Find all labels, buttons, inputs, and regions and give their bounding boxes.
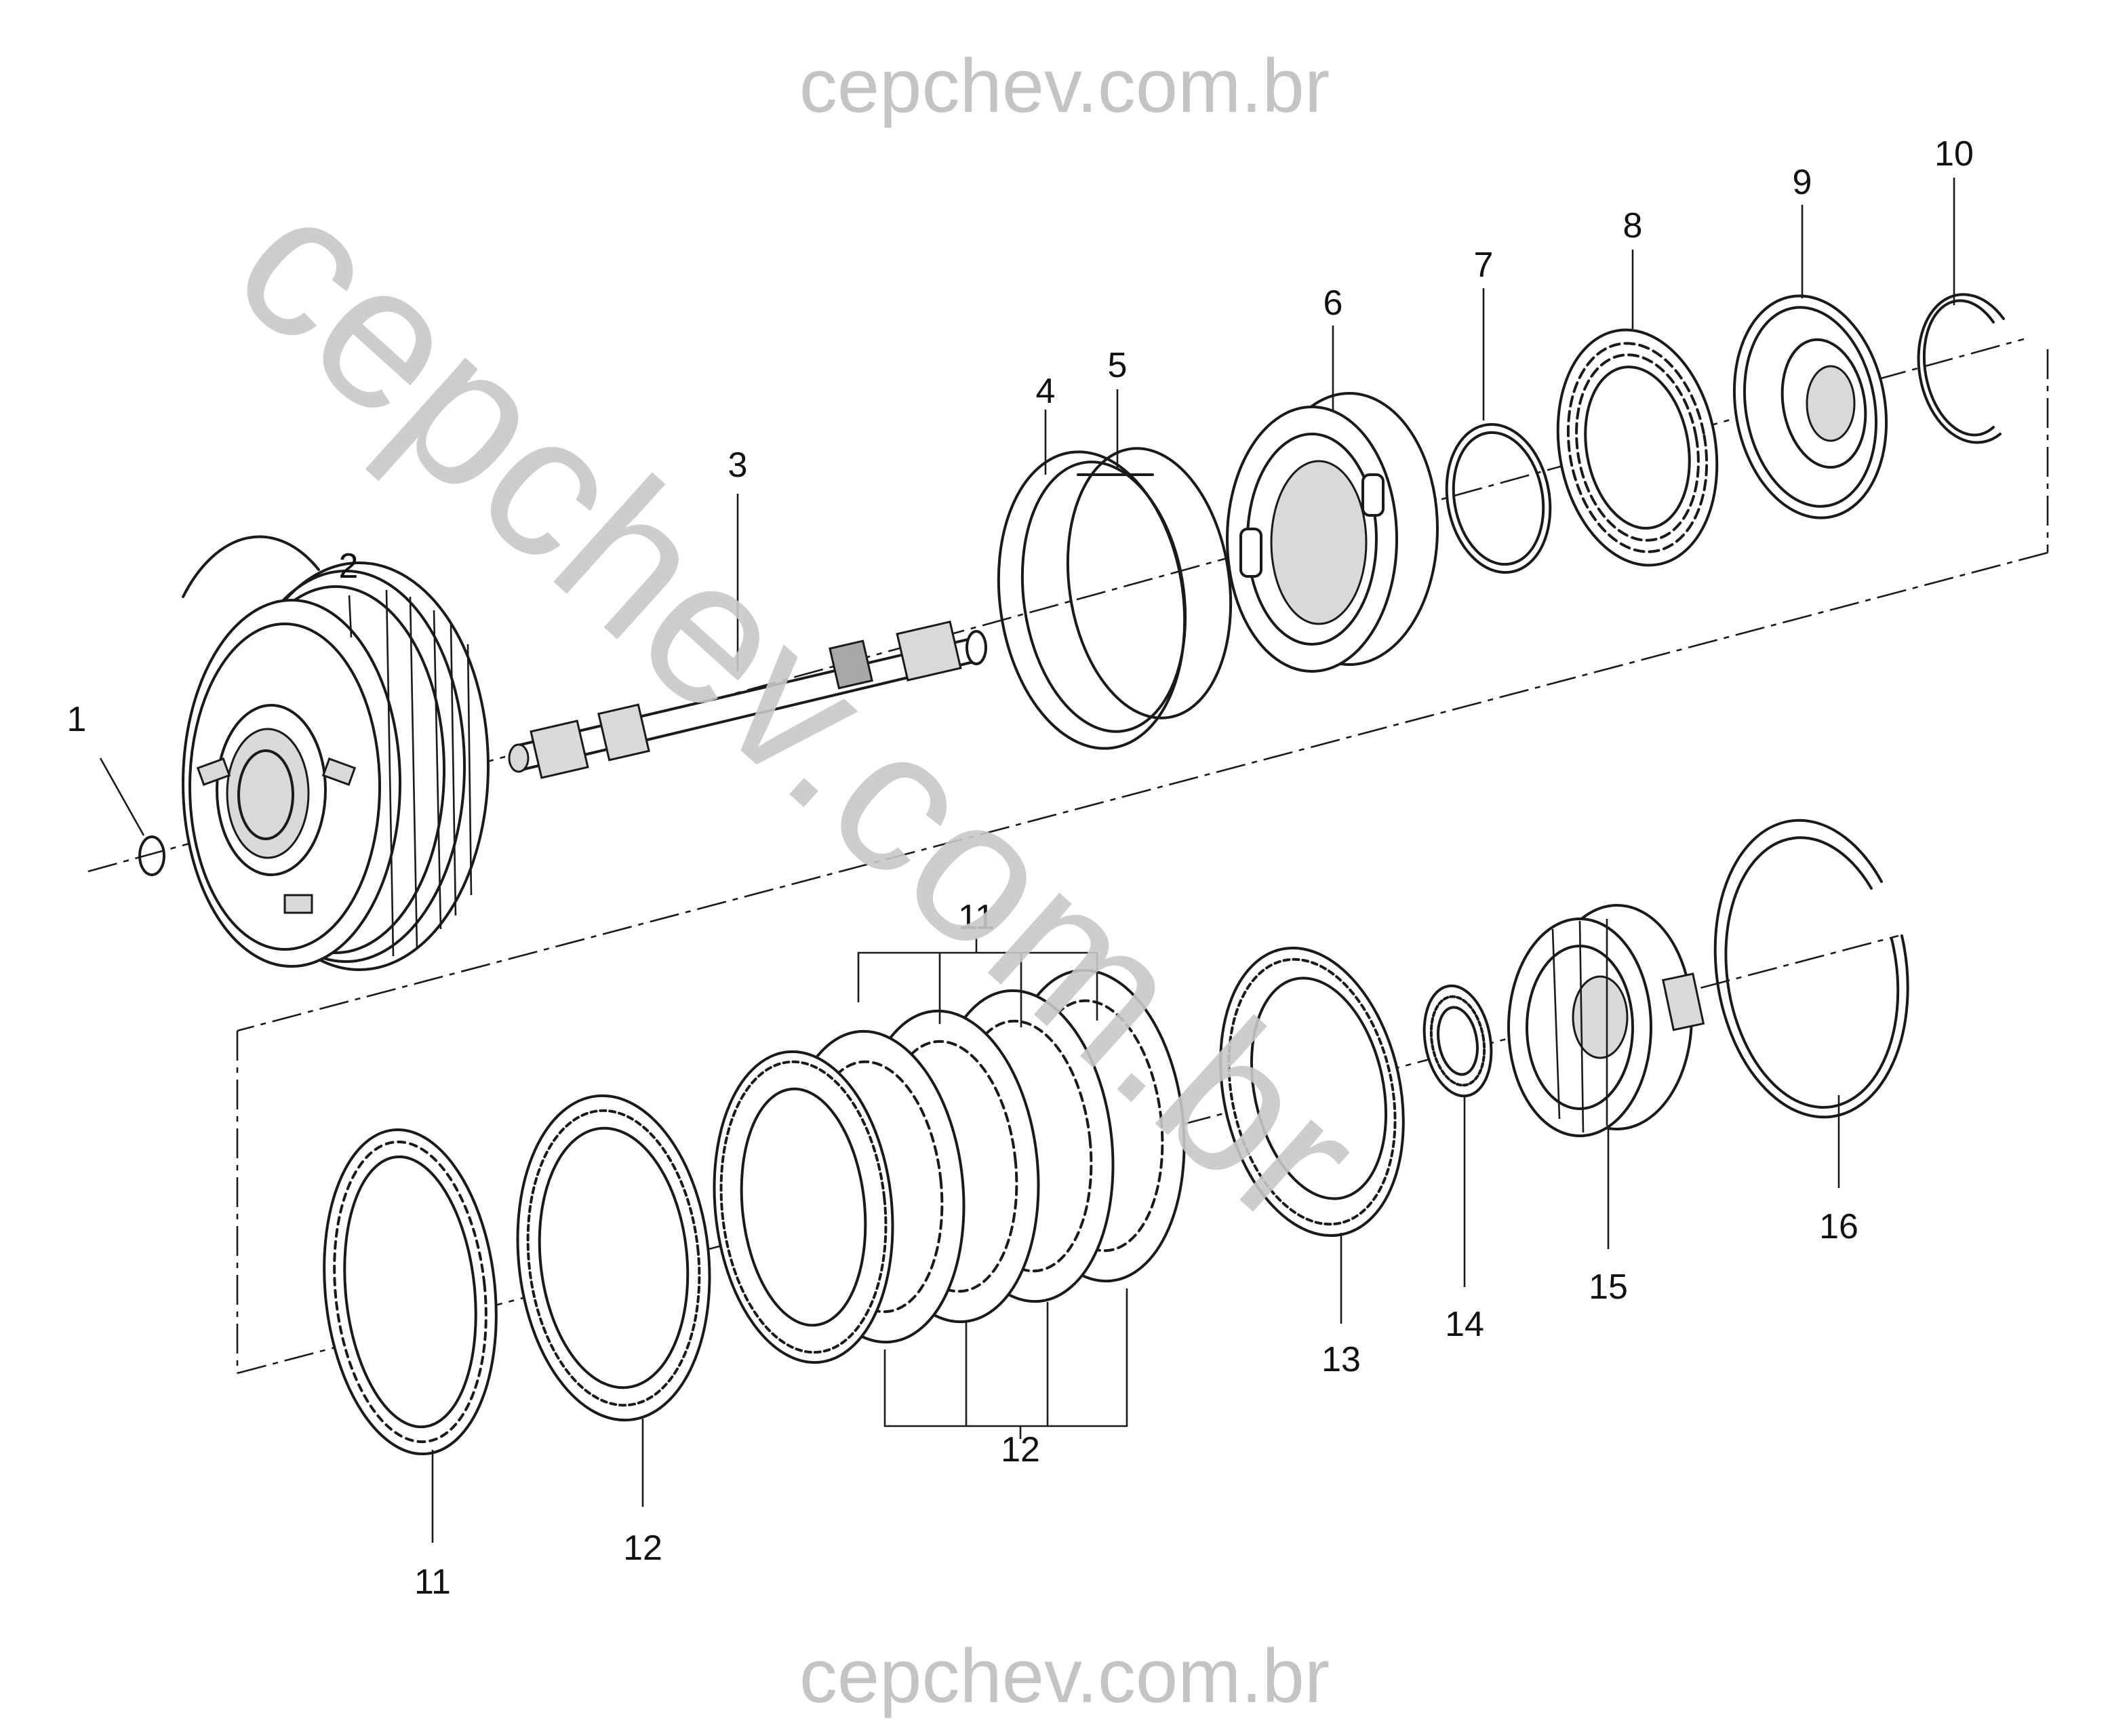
part-16-snap-ring <box>1713 818 1909 1119</box>
part-12-clutch-plate <box>516 1094 711 1422</box>
callout-1: 1 <box>67 700 87 739</box>
callout-11-group: 11 <box>958 898 995 937</box>
part-4-seal-ring <box>997 450 1187 750</box>
part-14-thrust-bearing <box>1422 984 1493 1098</box>
part-15-clutch-hub <box>1507 904 1705 1137</box>
callout-12-group: 12 <box>1001 1430 1040 1469</box>
callout-5: 5 <box>1108 346 1128 385</box>
watermark-top: cepchev.com.br <box>799 43 1330 128</box>
part-13-backing-plate <box>1219 946 1405 1238</box>
part-11-clutch-plate <box>323 1128 498 1456</box>
callout-10: 10 <box>1934 134 1974 174</box>
callout-11: 11 <box>414 1562 451 1602</box>
clutch-plate-stack <box>713 968 1186 1364</box>
callout-6: 6 <box>1323 283 1343 323</box>
callout-7: 7 <box>1474 245 1494 285</box>
callout-12: 12 <box>623 1528 662 1568</box>
callout-labels: 1 2 3 4 5 6 7 8 9 10 11 11 12 12 13 14 1… <box>67 134 1974 1602</box>
leader-lines <box>99 178 1955 1543</box>
callout-14: 14 <box>1445 1305 1484 1344</box>
part-6-piston <box>1226 392 1439 673</box>
callout-15: 15 <box>1589 1267 1628 1307</box>
part-1-snap-ring <box>138 835 165 876</box>
part-8-spring-assembly <box>1556 328 1719 567</box>
part-5-seal-ring <box>1066 447 1233 719</box>
part-7-snap-ring <box>1445 422 1552 574</box>
callout-16: 16 <box>1819 1207 1858 1246</box>
housing-splines <box>385 589 473 957</box>
callout-2: 2 <box>339 547 359 586</box>
callout-13: 13 <box>1321 1340 1361 1379</box>
part-10-snap-ring <box>1917 293 2005 444</box>
callout-9: 9 <box>1793 163 1812 202</box>
callout-4: 4 <box>1036 372 1056 411</box>
callout-8: 8 <box>1623 206 1643 245</box>
part-2-clutch-housing <box>182 535 490 971</box>
part-9-spring-retainer <box>1732 294 1888 519</box>
part-3-input-shaft <box>508 620 987 779</box>
callout-3: 3 <box>728 446 748 485</box>
watermark-bottom: cepchev.com.br <box>799 1634 1330 1718</box>
